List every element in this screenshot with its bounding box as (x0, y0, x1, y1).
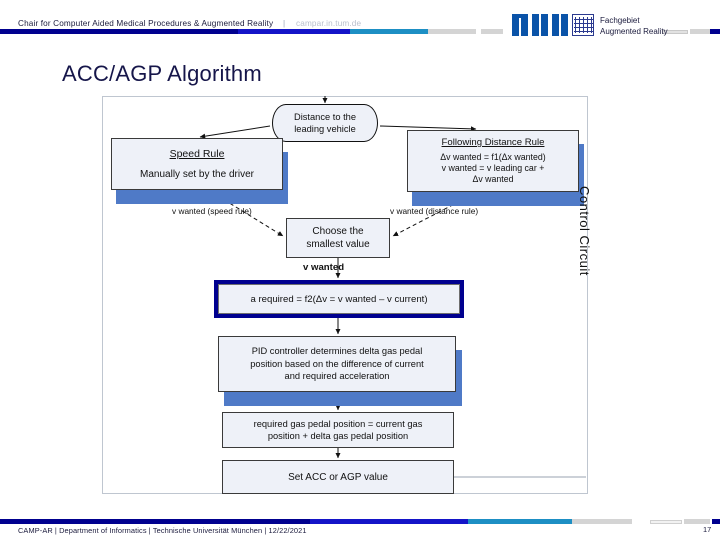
node-required-line-2: position + delta gas pedal position (267, 431, 409, 441)
node-fdr-title: Following Distance Rule (441, 137, 545, 148)
header-rule-segment-right-3 (710, 29, 720, 34)
header-rule-segment-1 (0, 29, 118, 34)
node-choose-line-2: smallest value (306, 239, 370, 250)
node-pid-controller[interactable]: PID controller determines delta gas peda… (218, 336, 456, 392)
node-following-distance-rule[interactable]: Following Distance Rule Δv wanted = f1(Δ… (407, 130, 579, 192)
node-required-line-1: required gas pedal position = current ga… (253, 418, 423, 429)
control-circuit-label: Control Circuit (577, 186, 592, 276)
footer-rule-segment-1 (0, 519, 180, 524)
node-speed-rule-body: Manually set by the driver (140, 169, 254, 180)
footer-rule-segment-5 (572, 519, 632, 524)
node-set-acc-agp-value[interactable]: Set ACC or AGP value (222, 460, 454, 494)
footer-rule-segment-3 (310, 519, 468, 524)
node-a-required[interactable]: a required = f2(Δv = v wanted – v curren… (218, 284, 460, 314)
edge-label-v-wanted: v wanted (303, 262, 345, 273)
department-label: Fachgebiet Augmented Reality (600, 15, 668, 37)
footer-rule-segment-2 (180, 519, 310, 524)
footer-rule-segment-right-1 (650, 520, 682, 524)
department-line-1: Fachgebiet (600, 16, 640, 25)
node-fdr-line-1: Δv wanted = f1(Δx wanted) (440, 152, 546, 162)
node-speed-rule-title: Speed Rule (169, 148, 225, 160)
node-speed-rule[interactable]: Speed Rule Manually set by the driver (111, 138, 283, 190)
footer-text: CAMP-AR | Department of Informatics | Te… (18, 526, 307, 535)
header-chair-text: Chair for Computer Aided Medical Procedu… (18, 19, 274, 28)
node-distance-line-1: Distance to the (293, 112, 356, 122)
header-rule-segment-right-1 (662, 30, 688, 34)
node-pid-line-1: PID controller determines delta gas peda… (251, 346, 423, 357)
node-fdr-line-2: v wanted = v leading car + (441, 163, 545, 173)
page-number: 17 (703, 525, 712, 534)
footer-rule-segment-right-2 (684, 519, 710, 524)
node-fdr-line-3: Δv wanted (472, 174, 514, 184)
footer-rule-segment-4 (468, 519, 572, 524)
node-choose-smallest-value[interactable]: Choose the smallest value (286, 218, 390, 258)
footer-rule-segment-right-3 (712, 519, 720, 524)
node-required-gas-pedal-position[interactable]: required gas pedal position = current ga… (222, 412, 454, 448)
node-pid-line-2: position based on the difference of curr… (250, 358, 424, 369)
edge-label-distance-rule: v wanted (distance rule) (390, 206, 479, 216)
node-pid-line-3: and required acceleration (284, 371, 390, 382)
node-a-required-text: a required = f2(Δv = v wanted – v curren… (250, 293, 428, 305)
header-rule-segment-4 (350, 29, 428, 34)
node-choose-line-1: Choose the (312, 226, 364, 237)
header-rule-segment-5 (428, 29, 476, 34)
header-rule-segment-2 (118, 29, 238, 34)
header-separator: | (283, 19, 286, 28)
header-rule-segment-right-2 (690, 29, 720, 34)
header-rule-segment-3 (238, 29, 350, 34)
header-rule-segment-6 (481, 29, 503, 34)
tum-seal-icon (572, 14, 594, 36)
edge-label-speed-rule: v wanted (speed rule) (172, 206, 252, 216)
page-title: ACC/AGP Algorithm (62, 61, 262, 86)
node-distance-to-leading-vehicle[interactable]: Distance to the leading vehicle (272, 104, 378, 142)
node-distance-line-2: leading vehicle (294, 124, 356, 134)
acc-agp-flow-diagram: Distance to the leading vehicle Speed Ru… (100, 96, 588, 496)
header-url[interactable]: campar.in.tum.de (296, 19, 362, 28)
node-set-value-text: Set ACC or AGP value (288, 471, 388, 483)
tum-logo-icon (512, 14, 568, 36)
department-line-2: Augmented Reality (600, 27, 668, 36)
